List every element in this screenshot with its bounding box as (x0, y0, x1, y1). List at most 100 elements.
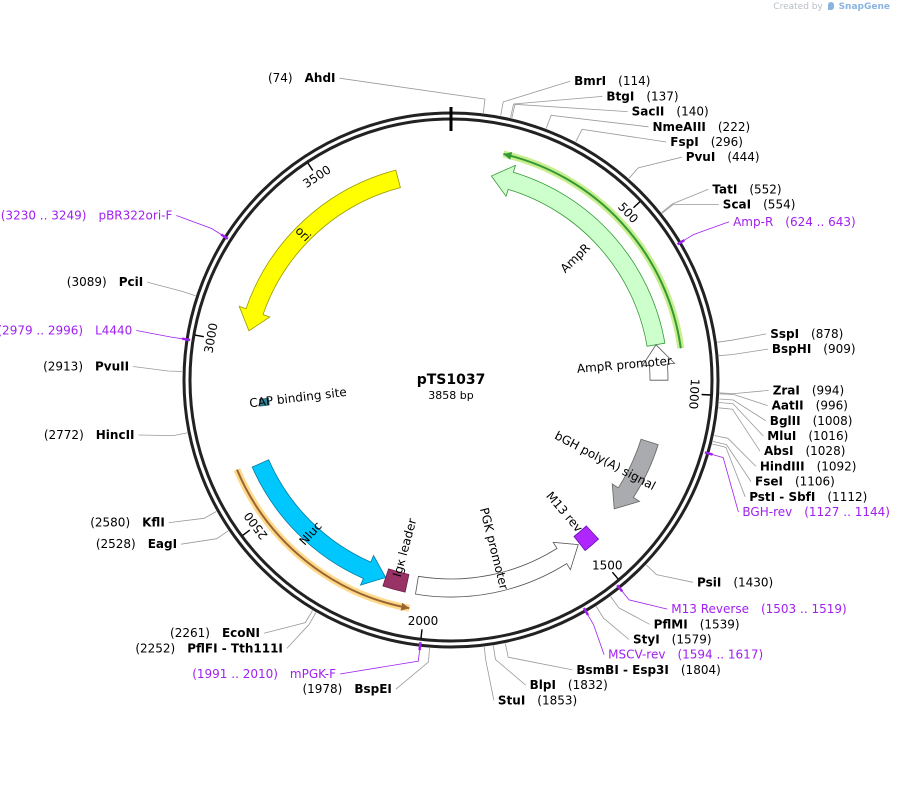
site-label-bglii[interactable]: BglII(1008) (770, 414, 853, 428)
feature-m13-rev[interactable] (573, 525, 600, 552)
site-name: TatI (712, 182, 737, 196)
tick-mark (701, 393, 711, 396)
primer-leader-line (586, 612, 605, 655)
site-label-btgi[interactable]: BtgI(137) (606, 89, 678, 103)
site-label-pflmi[interactable]: PflMI(1539) (654, 617, 740, 631)
tick-label: 3000 (202, 322, 221, 354)
feature-ori[interactable] (238, 169, 401, 332)
site-name: PvuI (686, 150, 716, 164)
site-name: FspI (670, 135, 698, 149)
site-label-ahdi[interactable]: (74)AhdI (268, 71, 336, 85)
plasmid-name: pTS1037 (417, 372, 486, 388)
site-name: BlpI (530, 678, 556, 692)
site-position: (1804) (681, 663, 721, 677)
site-label-tati[interactable]: TatI(552) (712, 182, 781, 196)
feature-label-m13-rev: M13 rev (543, 489, 585, 535)
site-label-pvuii[interactable]: (2913)PvuII (43, 360, 129, 374)
site-label-zrai[interactable]: ZraI(994) (773, 383, 844, 397)
site-label-aatii[interactable]: AatII(996) (772, 399, 848, 413)
feature-ig-leader[interactable] (382, 568, 410, 593)
feature-cap-binding-site[interactable] (259, 397, 270, 407)
site-label-styi[interactable]: StyI(1579) (633, 633, 712, 647)
site-label-psii[interactable]: PsiI(1430) (697, 575, 773, 589)
feature-label-ig-leader: Igκ leader (390, 517, 419, 579)
site-name: BglII (770, 414, 801, 428)
site-position: (1028) (805, 444, 845, 458)
site-leader-line (718, 348, 768, 357)
site-leader-line (147, 281, 196, 297)
site-label-blpi[interactable]: BlpI(1832) (530, 678, 608, 692)
site-label-mlui[interactable]: MluI(1016) (767, 429, 848, 443)
site-label-psti-sbfi[interactable]: PstI - SbfI(1112) (749, 490, 867, 504)
site-label-fsei[interactable]: FseI(1106) (755, 475, 835, 489)
feature-nluc[interactable] (251, 459, 387, 586)
site-label-sspi[interactable]: SspI(878) (770, 327, 843, 341)
site-leader-line (719, 398, 767, 422)
site-leader-line (712, 443, 746, 497)
site-label-econi[interactable]: (2261)EcoNI (170, 626, 260, 640)
site-name: StyI (633, 633, 660, 647)
feature-pgk-promoter[interactable] (415, 541, 579, 598)
site-label-absi[interactable]: AbsI (1028) (764, 444, 845, 458)
primer-label-l4440[interactable]: (2979 .. 2996)L4440 (0, 324, 132, 338)
site-leader-line (511, 103, 628, 119)
site-name: BspHI (772, 342, 811, 356)
site-position: (222) (718, 120, 750, 134)
site-name: PflMI (654, 617, 688, 631)
site-name: KflI (142, 516, 165, 530)
feature-bgh-poly-a-signal[interactable] (611, 438, 659, 510)
site-position: (1112) (827, 490, 867, 504)
site-position: (1016) (808, 429, 848, 443)
feature-ampr-promoter[interactable] (641, 344, 676, 381)
snapgene-logo-icon (827, 2, 834, 10)
site-leader-line (661, 204, 719, 214)
site-label-pflfi-tth111i[interactable]: (2252)PflFI - Tth111I (135, 641, 283, 655)
primer-leader-line (176, 215, 224, 237)
site-position: (2252) (135, 641, 175, 655)
site-name: PciI (119, 275, 144, 289)
site-label-stui[interactable]: StuI(1853) (498, 693, 577, 707)
primer-position: (1503 .. 1519) (761, 602, 847, 616)
primer-label-pbr322ori-f[interactable]: (3230 .. 3249) pBR322ori-F (1, 209, 173, 223)
primer-binding-mark (616, 584, 624, 593)
primer-label-m13-reverse[interactable]: M13 Reverse (1503 .. 1519) (671, 602, 846, 616)
site-label-kfli[interactable]: (2580)KflI (90, 516, 165, 530)
site-label-fspi[interactable]: FspI (296) (670, 135, 743, 149)
site-leader-line (138, 432, 188, 437)
site-label-bsphi[interactable]: BspHI(909) (772, 342, 856, 356)
primer-label-mscv-rev[interactable]: MSCV-rev(1594 .. 1617) (608, 648, 763, 662)
site-label-bmri[interactable]: BmrI(114) (574, 74, 650, 88)
feature-ampr[interactable] (490, 164, 666, 347)
site-position: (444) (727, 150, 759, 164)
primer-label-bgh-rev[interactable]: BGH-rev(1127 .. 1144) (742, 505, 890, 519)
primer-position: (3230 .. 3249) (1, 209, 87, 223)
primer-leader-line (339, 647, 421, 675)
primer-binding-mark (181, 337, 191, 342)
site-label-pvui[interactable]: PvuI (444) (686, 150, 760, 164)
primer-name: pBR322ori-F (98, 209, 172, 223)
site-position: (2772) (44, 428, 84, 442)
primer-name: M13 Reverse (671, 602, 749, 616)
site-position: (296) (711, 135, 743, 149)
site-label-scai[interactable]: ScaI(554) (723, 198, 796, 212)
primer-label-mpgk-f[interactable]: (1991 .. 2010)mPGK-F (192, 667, 336, 681)
restriction-sites: BmrI(114)BtgI(137) SacII(140)NmeAIII(222)… (43, 71, 867, 707)
site-label-pcii[interactable]: (3089)PciI (67, 275, 143, 289)
site-label-hincii[interactable]: (2772)HincII (44, 428, 135, 442)
site-leader-line (510, 96, 603, 118)
site-label-hindiii[interactable]: HindIII(1092) (760, 459, 857, 473)
primer-label-amp-r[interactable]: Amp-R(624 .. 643) (733, 215, 856, 229)
primer-position: (1127 .. 1144) (804, 505, 890, 519)
site-label-bspei[interactable]: (1978)BspEI (302, 682, 391, 696)
primer-position: (2979 .. 2996) (0, 324, 83, 338)
tick-label: 3500 (300, 162, 333, 191)
site-label-bsmbi-esp3i[interactable]: BsmBI - Esp3I(1804) (576, 663, 720, 677)
site-label-nmeaiii[interactable]: NmeAIII(222) (653, 120, 751, 134)
site-label-sacii[interactable]: SacII(140) (632, 105, 709, 119)
site-label-eagi[interactable]: (2528)EagI (96, 537, 177, 551)
primer-leader-line (136, 330, 186, 340)
site-position: (74) (268, 71, 293, 85)
site-name: AbsI (764, 444, 793, 458)
created-by-text: Created by (773, 2, 823, 12)
